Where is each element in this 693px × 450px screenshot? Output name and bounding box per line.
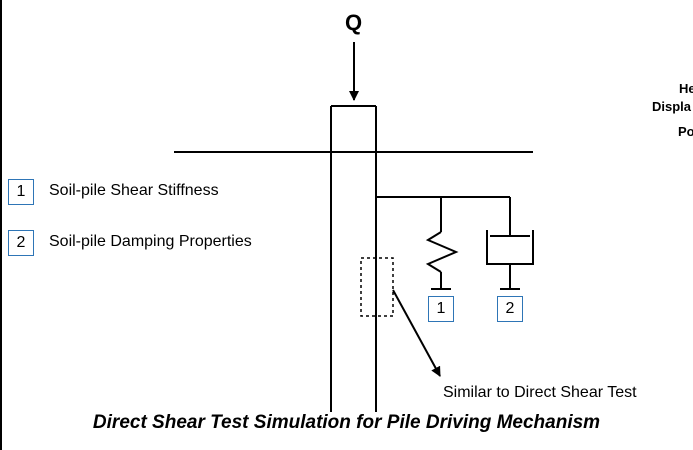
cutoff-text-1: He bbox=[679, 81, 693, 96]
damper-number: 2 bbox=[497, 296, 523, 322]
legend-number-1: 1 bbox=[8, 179, 34, 205]
cutoff-text-2: Displa bbox=[652, 99, 692, 114]
load-label: Q bbox=[345, 10, 363, 35]
legend-label-2: Soil-pile Damping Properties bbox=[49, 233, 252, 250]
spring-symbol bbox=[425, 197, 459, 290]
callout-label: Similar to Direct Shear Test bbox=[443, 384, 637, 401]
spring-number: 1 bbox=[428, 296, 454, 322]
frame-left-border bbox=[0, 0, 2, 450]
cutoff-text-3: Po bbox=[678, 124, 693, 139]
figure-caption: Direct Shear Test Simulation for Pile Dr… bbox=[92, 412, 601, 433]
callout-arrow bbox=[392, 289, 441, 377]
shear-element-box bbox=[360, 257, 394, 317]
legend-number-2: 2 bbox=[8, 230, 34, 256]
legend-label-1: Soil-pile Shear Stiffness bbox=[49, 182, 219, 199]
damper-symbol bbox=[486, 197, 534, 290]
